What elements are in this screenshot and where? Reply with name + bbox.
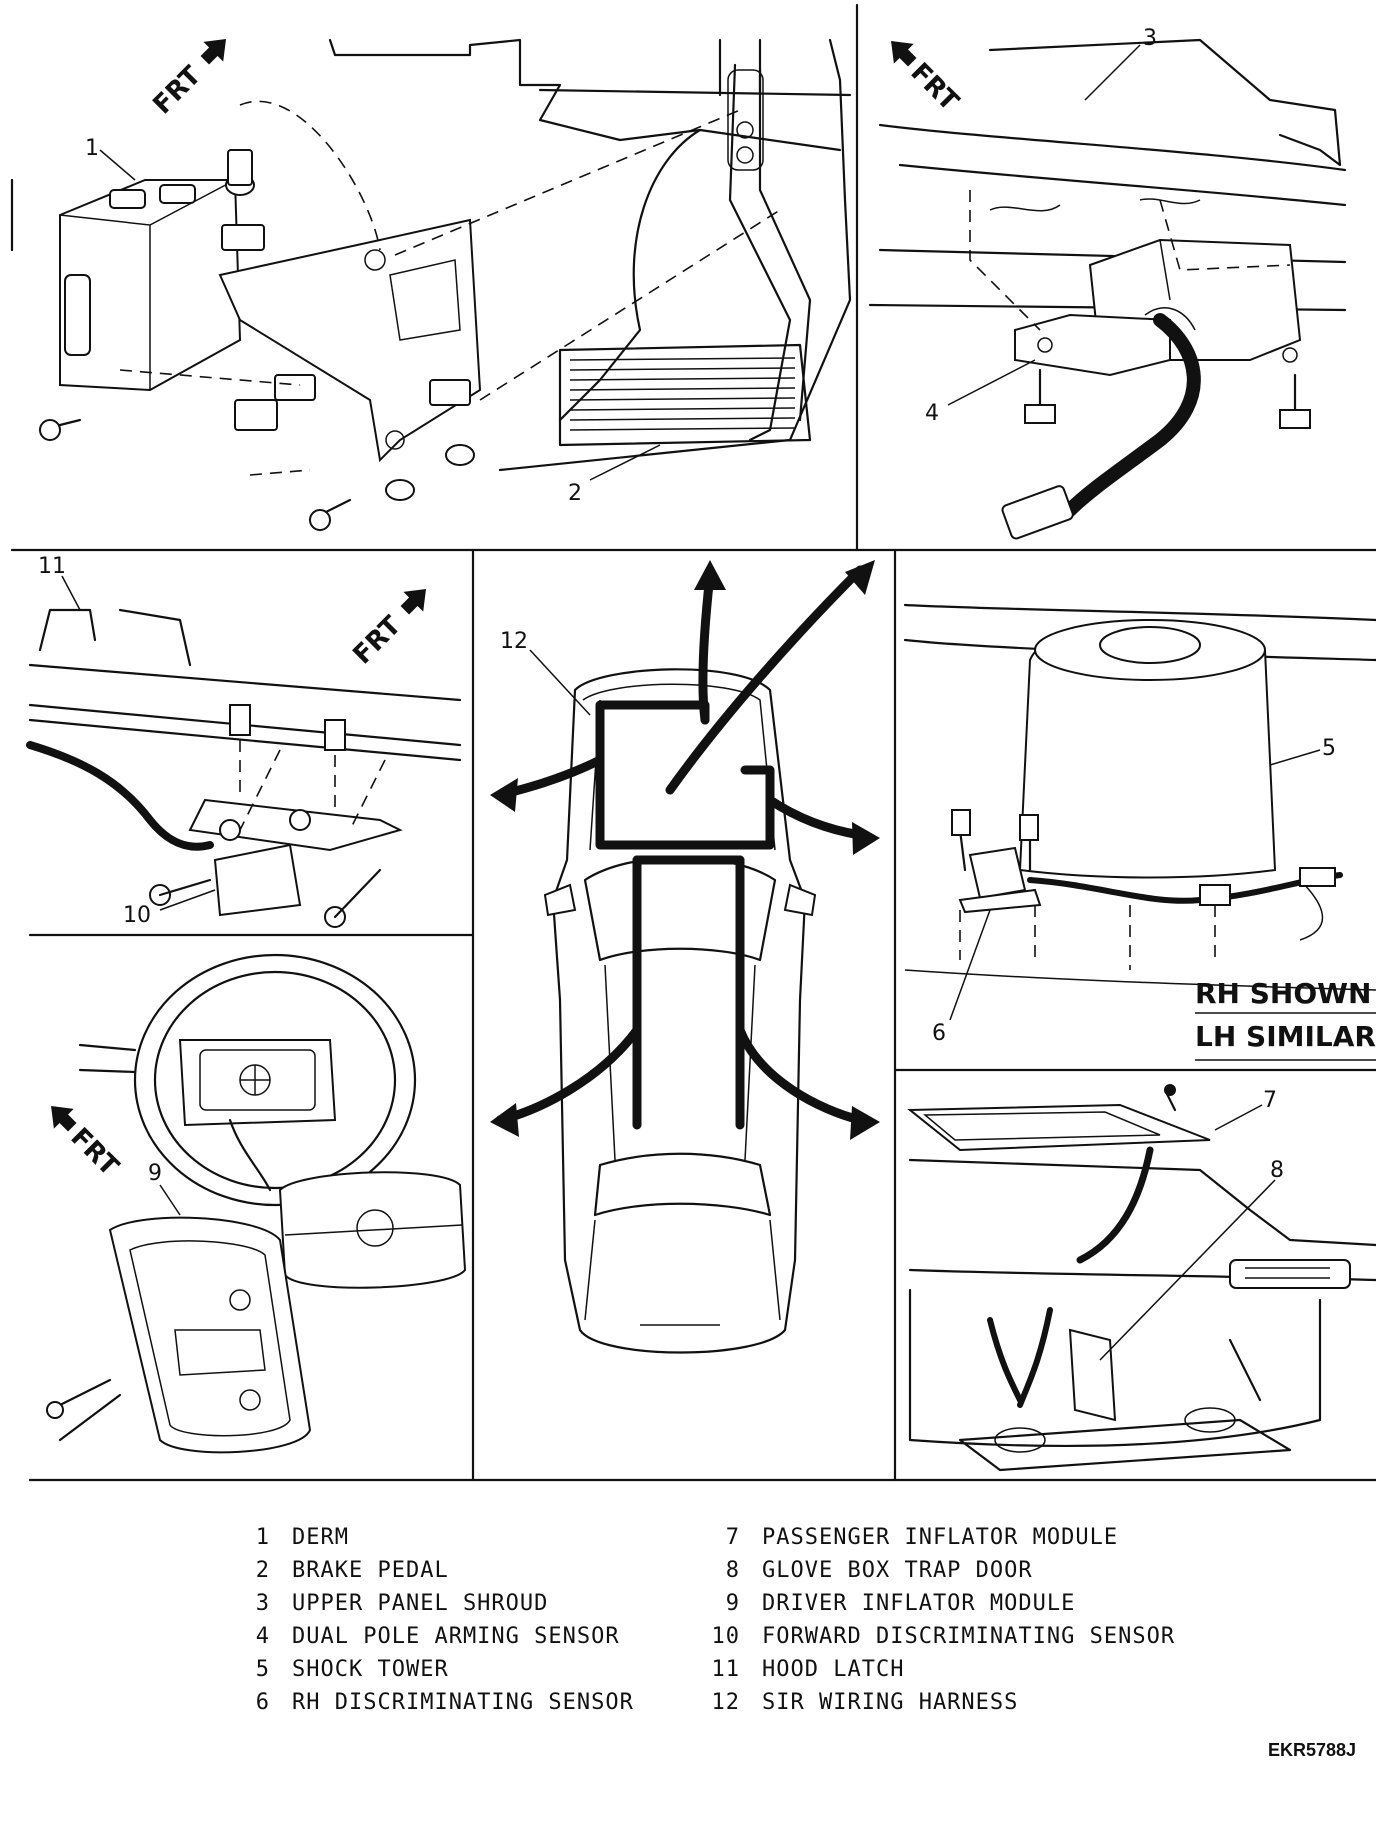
panel-derm-brake-pedal: FRT — [38, 38, 852, 531]
legend-label: UPPER PANEL SHROUD — [292, 1591, 549, 1616]
legend-label: PASSENGER INFLATOR MODULE — [762, 1525, 1119, 1550]
legend-number: 11 — [711, 1657, 740, 1682]
callout-6: 6 — [932, 1021, 946, 1046]
legend-number: 9 — [725, 1591, 740, 1616]
legend-item: 3 UPPER PANEL SHROUD — [230, 1591, 710, 1624]
legend-label: HOOD LATCH — [762, 1657, 905, 1682]
legend-column-left: 1 DERM 2 BRAKE PEDAL 3 UPPER PANEL SHROUD 4… — [230, 1525, 710, 1723]
callout-2: 2 — [568, 481, 582, 506]
legend-label: DERM — [292, 1525, 349, 1550]
note-lh-similar: LH SIMILAR — [1195, 1020, 1376, 1053]
panel-borders — [10, 3, 1376, 1482]
legend-label: FORWARD DISCRIMINATING SENSOR — [762, 1624, 1176, 1649]
legend-number: 3 — [255, 1591, 270, 1616]
legend-item: 10 FORWARD DISCRIMINATING SENSOR — [700, 1624, 1180, 1657]
svg-text:FRT: FRT — [348, 610, 408, 670]
legend-number: 2 — [255, 1558, 270, 1583]
legend-number: 12 — [711, 1690, 740, 1715]
note-rh-shown: RH SHOWN — [1195, 977, 1371, 1010]
legend-item: 1 DERM — [230, 1525, 710, 1558]
legend-number: 1 — [255, 1525, 270, 1550]
callout-7: 7 — [1263, 1088, 1277, 1113]
legend-label: DRIVER INFLATOR MODULE — [762, 1591, 1076, 1616]
callout-11: 11 — [38, 554, 66, 579]
legend-number: 5 — [255, 1657, 270, 1682]
callout-10: 10 — [123, 903, 151, 928]
legend-item: 7 PASSENGER INFLATOR MODULE — [700, 1525, 1180, 1558]
callout-12: 12 — [500, 629, 528, 654]
frt-arrow-icon: FRT — [891, 41, 964, 117]
legend-number: 8 — [725, 1558, 740, 1583]
panel-forward-sensor: FRT 10 11 — [26, 554, 462, 928]
panel-rh-sensor: 5 6 RH SHOWN LH SIMILAR — [903, 603, 1376, 1061]
callout-1: 1 — [85, 136, 99, 161]
figure-id: EKR5788J — [1267, 1740, 1356, 1760]
legend-number: 10 — [711, 1624, 740, 1649]
callout-4: 4 — [925, 401, 939, 426]
svg-text:FRT: FRT — [904, 57, 964, 117]
legend-item: 8 GLOVE BOX TRAP DOOR — [700, 1558, 1180, 1591]
legend-label: BRAKE PEDAL — [292, 1558, 449, 1583]
legend-label: DUAL POLE ARMING SENSOR — [292, 1624, 620, 1649]
panel-arming-sensor: FRT 3 4 — [868, 26, 1347, 540]
callout-9: 9 — [148, 1161, 162, 1186]
panel-passenger-module: 7 8 — [907, 1084, 1376, 1472]
frt-arrow-icon: FRT — [348, 588, 427, 670]
legend-label: GLOVE BOX TRAP DOOR — [762, 1558, 1033, 1583]
panel-driver-module: FRT 9 — [46, 953, 467, 1454]
legend-item: 11 HOOD LATCH — [700, 1657, 1180, 1690]
legend-item: 12 SIR WIRING HARNESS — [700, 1690, 1180, 1723]
frt-arrow-icon: FRT — [148, 38, 227, 120]
legend-label: SHOCK TOWER — [292, 1657, 449, 1682]
svg-text:FRT: FRT — [64, 1122, 124, 1182]
legend-item: 4 DUAL POLE ARMING SENSOR — [230, 1624, 710, 1657]
legend-number: 7 — [725, 1525, 740, 1550]
legend-number: 6 — [255, 1690, 270, 1715]
legend-label: RH DISCRIMINATING SENSOR — [292, 1690, 634, 1715]
callout-5: 5 — [1322, 736, 1336, 761]
legend-item: 2 BRAKE PEDAL — [230, 1558, 710, 1591]
svg-text:FRT: FRT — [148, 60, 208, 120]
legend: 1 DERM 2 BRAKE PEDAL 3 UPPER PANEL SHROUD 4… — [230, 1525, 1230, 1725]
callout-3: 3 — [1143, 26, 1157, 51]
panel-car-harness: 12 — [490, 560, 880, 1354]
legend-column-right: 7 PASSENGER INFLATOR MODULE 8 GLOVE BOX TR… — [700, 1525, 1180, 1723]
legend-item: 9 DRIVER INFLATOR MODULE — [700, 1591, 1180, 1624]
frt-arrow-icon: FRT — [51, 1106, 124, 1182]
legend-number: 4 — [255, 1624, 270, 1649]
legend-label: SIR WIRING HARNESS — [762, 1690, 1019, 1715]
legend-item: 6 RH DISCRIMINATING SENSOR — [230, 1690, 710, 1723]
callout-8: 8 — [1270, 1158, 1284, 1183]
legend-item: 5 SHOCK TOWER — [230, 1657, 710, 1690]
